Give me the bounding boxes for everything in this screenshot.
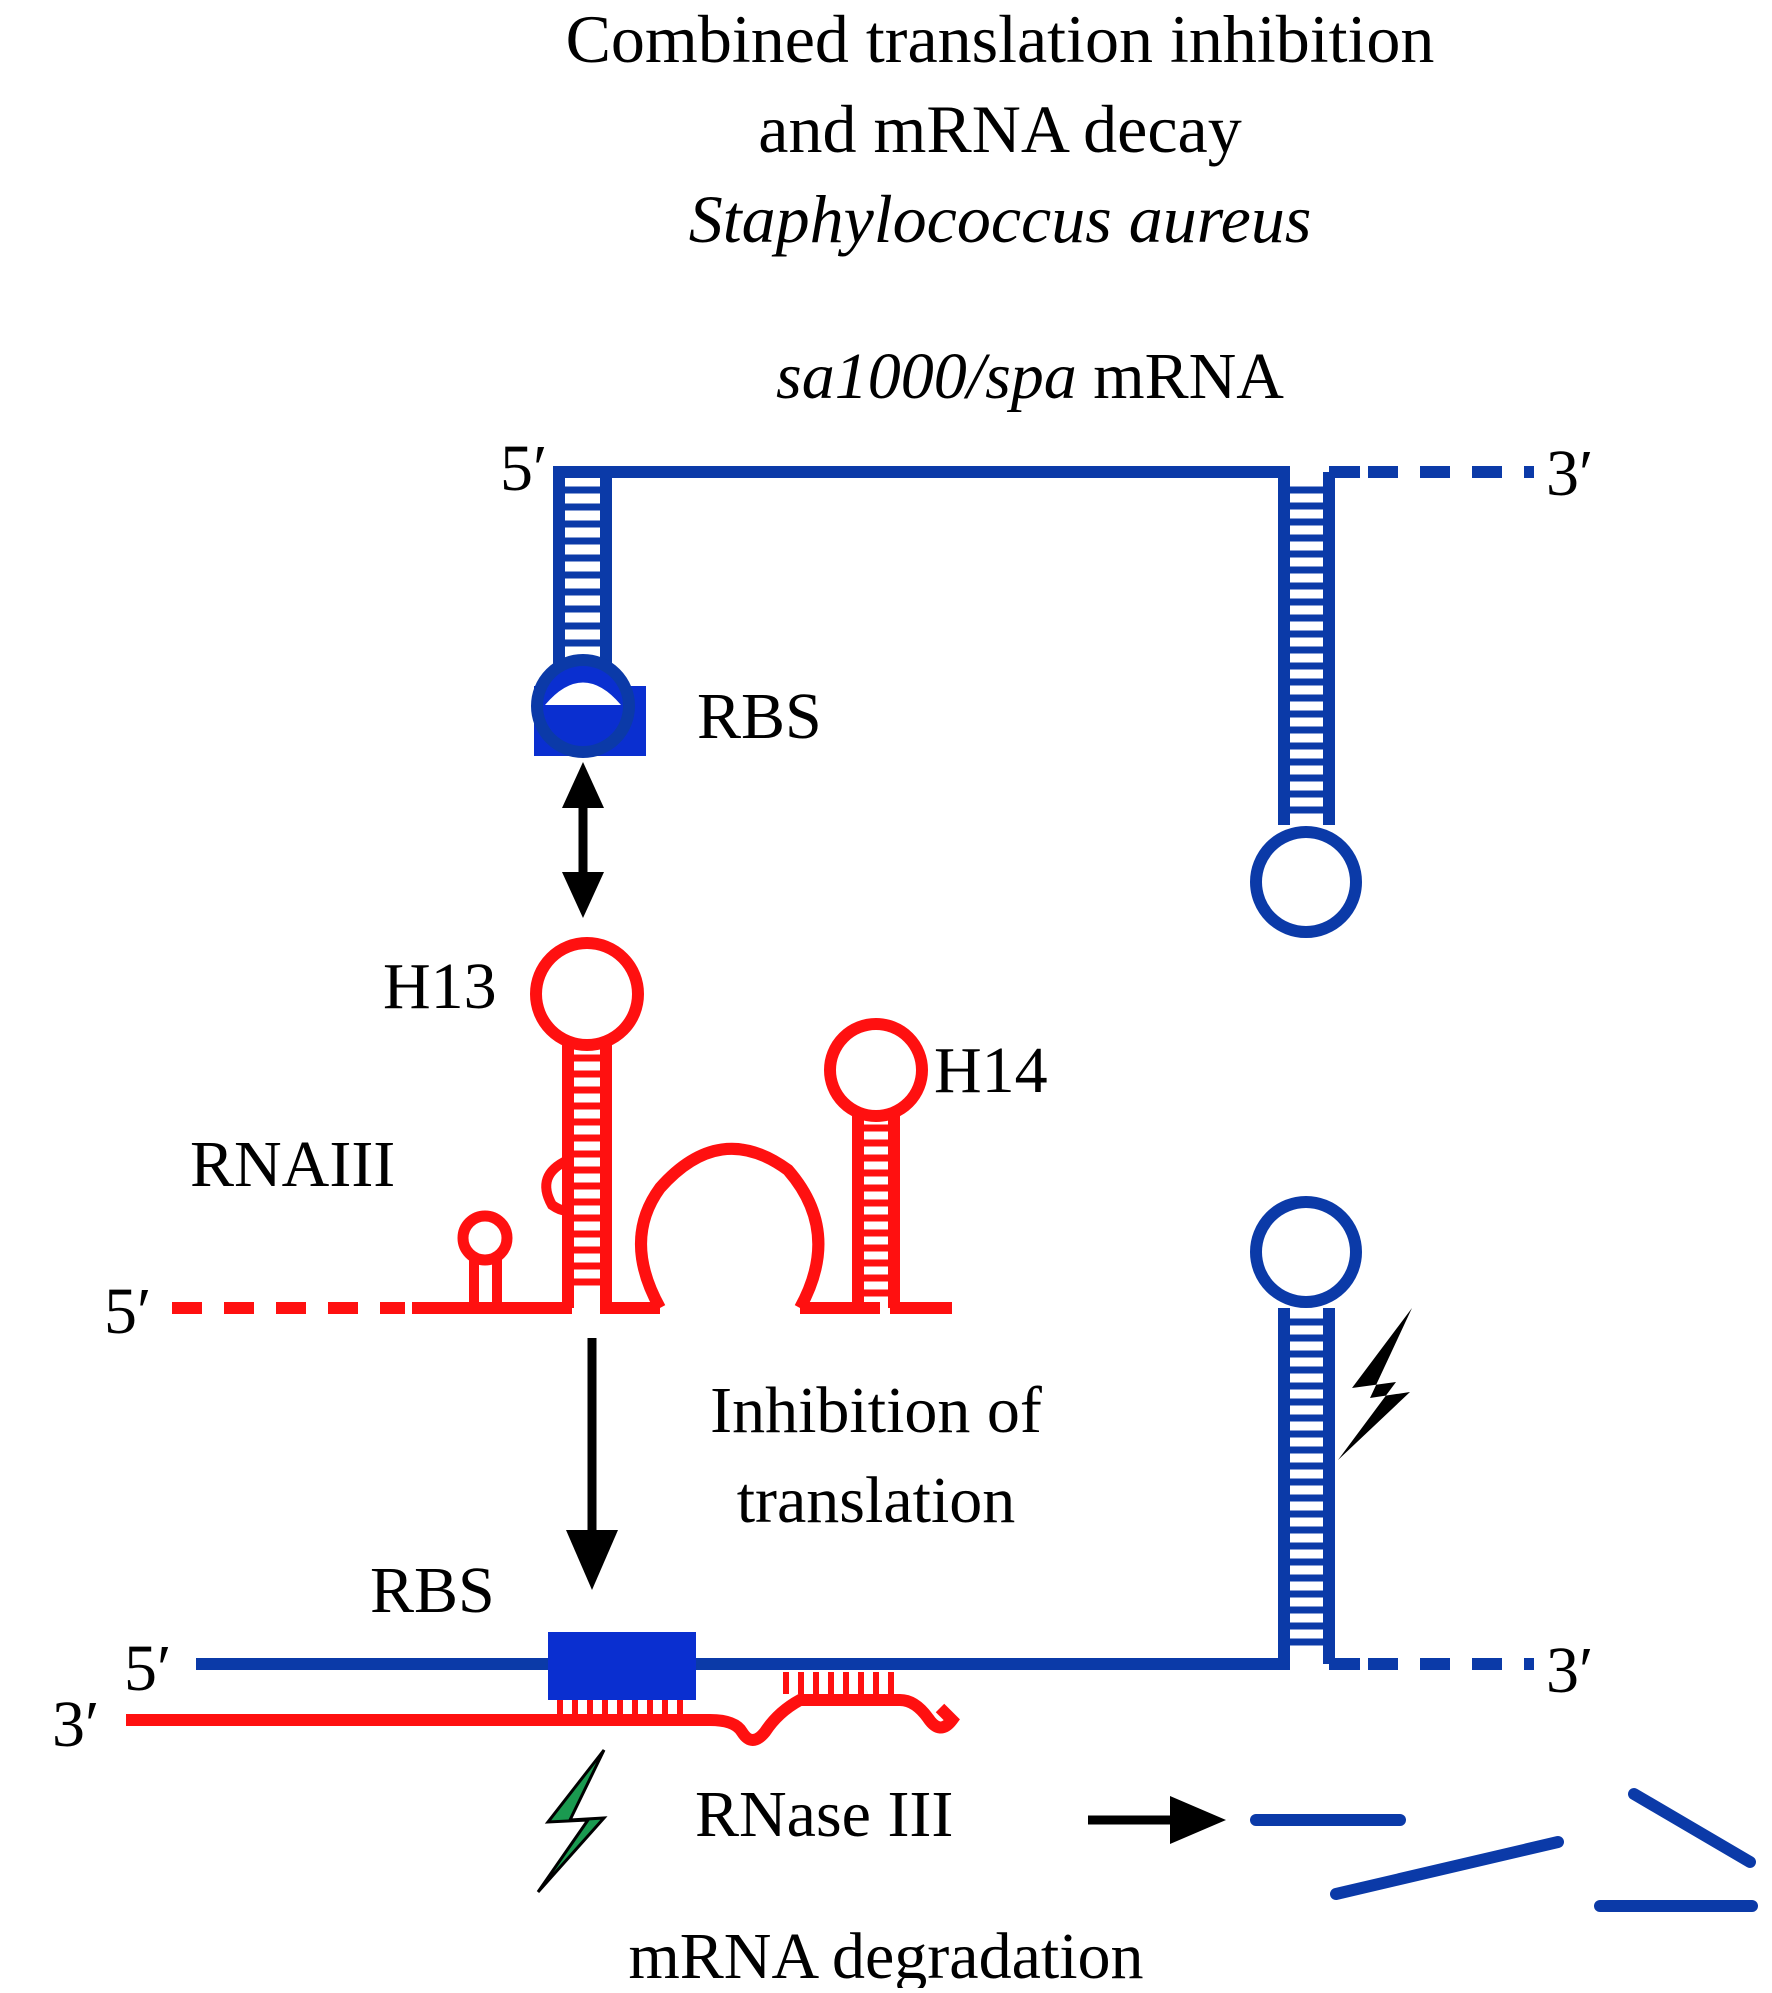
h14-loop — [824, 1018, 928, 1122]
mrna-fragments — [1250, 1788, 1758, 1912]
downstream-pairing-rungs — [783, 1672, 894, 1694]
rnaiii-small-hairpin-loop — [457, 1210, 513, 1266]
mrna-suffix: mRNA — [1077, 340, 1285, 413]
rnase-label: RNase III — [695, 1778, 953, 1851]
bottom-3prime-hairpin-loop — [1250, 1196, 1362, 1308]
title-organism: Staphylococcus aureus — [689, 181, 1312, 257]
degradation-label: mRNA degradation — [628, 1920, 1143, 1988]
five-prime-duplex-label: 5′ — [124, 1632, 171, 1705]
binding-double-arrow — [562, 762, 604, 918]
rnaiii-label: RNAIII — [190, 1128, 395, 1201]
top-5prime-hairpin-rungs — [565, 486, 600, 647]
bottom-3prime-hairpin-rungs — [1290, 1318, 1323, 1646]
rbs-pairing-rungs — [557, 1700, 683, 1714]
h14-stem-rungs — [864, 1124, 888, 1297]
h13-stem-rungs — [574, 1054, 600, 1286]
top-mrna-backbone — [553, 466, 1290, 705]
h13-label: H13 — [383, 950, 497, 1023]
title-line-2: and mRNA decay — [758, 91, 1241, 167]
degradation-arrow — [1088, 1796, 1226, 1844]
inhibition-line-2: translation — [737, 1464, 1016, 1537]
title-line-1: Combined translation inhibition — [566, 1, 1435, 77]
three-prime-duplex-left-label: 3′ — [52, 1688, 99, 1761]
five-prime-rnaiii-label: 5′ — [104, 1275, 151, 1348]
bottom-mrna — [196, 1196, 1534, 1670]
h13-bulge — [541, 1155, 571, 1216]
inhibition-down-arrow — [566, 1338, 618, 1590]
rbs-block-bottom — [548, 1632, 696, 1700]
three-prime-duplex-right-label: 3′ — [1546, 1634, 1593, 1707]
rbs-block-top — [531, 654, 646, 758]
rnaiii-large-loop — [635, 1142, 825, 1311]
h14-label: H14 — [934, 1034, 1048, 1107]
top-3prime-hairpin-loop — [1250, 826, 1362, 938]
top-3prime-hairpin-rungs — [1290, 486, 1323, 814]
top-mrna — [553, 466, 1534, 938]
cleavage-bolt-green-icon — [536, 1749, 608, 1893]
rnaiii-paired-strand — [126, 1694, 960, 1746]
rbs-bottom-label: RBS — [370, 1554, 495, 1627]
cleavage-bolt-black-icon — [1338, 1308, 1412, 1460]
five-prime-top-label: 5′ — [500, 432, 547, 505]
rbs-top-label: RBS — [697, 680, 822, 753]
mrna-gene-name: sa1000/spa — [776, 340, 1077, 413]
h13-loop — [530, 937, 644, 1051]
rnaiii — [172, 937, 952, 1314]
three-prime-top-label: 3′ — [1546, 437, 1593, 510]
inhibition-line-1: Inhibition of — [710, 1374, 1042, 1447]
mrna-name-label: sa1000/spa mRNA — [776, 340, 1284, 413]
